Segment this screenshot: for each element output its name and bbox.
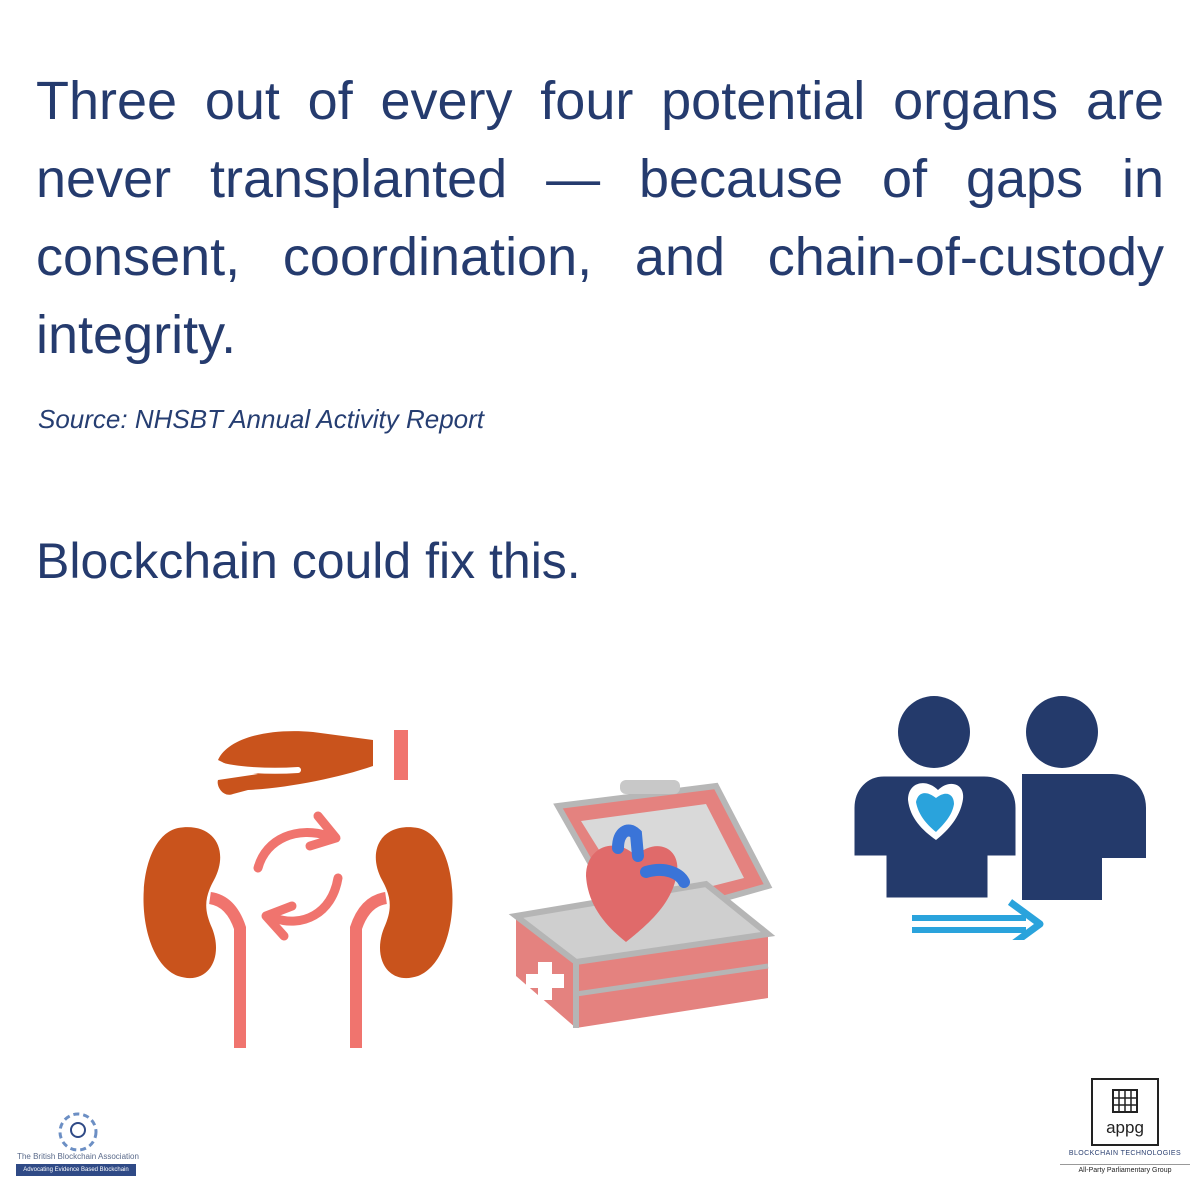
bba-logo-icon <box>58 1112 98 1152</box>
appg-line1: BLOCKCHAIN TECHNOLOGIES <box>1068 1150 1182 1157</box>
appg-mark: appg <box>1106 1118 1144 1137</box>
tagline: Blockchain could fix this. <box>36 533 581 589</box>
appg-logo: appg <box>1091 1078 1159 1146</box>
kidney-exchange-icon <box>143 730 453 1048</box>
portcullis-icon <box>1112 1089 1138 1113</box>
bba-tagline: Advocating Evidence Based Blockchain <box>16 1164 136 1176</box>
donor-recipient-icon <box>850 696 1146 940</box>
bba-name: The British Blockchain Association <box>17 1152 139 1161</box>
headline: Three out of every four potential organs… <box>36 71 1164 365</box>
source-citation: Source: NHSBT Annual Activity Report <box>38 404 485 434</box>
appg-line2: All-Party Parliamentary Group <box>1060 1164 1190 1174</box>
organ-transport-box-icon <box>508 780 776 1028</box>
